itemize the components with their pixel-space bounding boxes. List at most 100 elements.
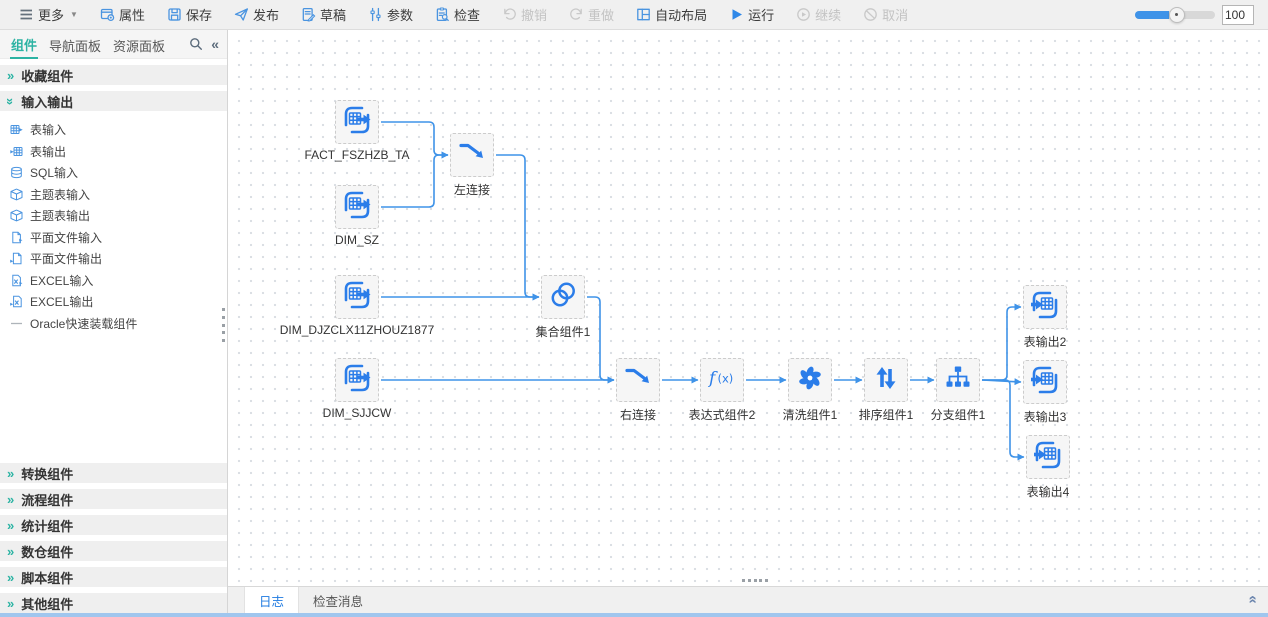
node-label: DIM_SZ [334,233,380,247]
section-header-script-components[interactable]: » 脚本组件 [0,567,227,587]
set-icon [547,279,579,316]
undo-button: 撤销 [491,0,558,29]
panel-tab-log[interactable]: 日志 [244,587,300,613]
component-item-sql-input[interactable]: SQL输入 [10,162,227,184]
panel-tab-check-messages[interactable]: 检查消息 [313,594,364,609]
collapse-sidebar-icon[interactable]: « [211,36,219,52]
component-item-subject-table-output[interactable]: 主题表输出 [10,205,227,227]
properties-button[interactable]: 属性 [89,0,156,29]
autolayout-icon [636,7,651,22]
flat-file-output-icon [10,252,23,265]
component-item-table-input[interactable]: 表输入 [10,119,227,141]
table-input-icon [341,189,373,226]
redo-label: 重做 [588,8,615,23]
chevron-right-icon: » [7,517,15,533]
edge-left-join-to-set1 [496,154,540,301]
properties-label: 属性 [118,8,145,23]
node-right-join[interactable]: 右连接 [616,358,660,422]
edge-layer [228,30,1268,586]
section-label: 输入输出 [21,94,74,110]
subject-table-input-icon [10,188,23,201]
section-label: 脚本组件 [21,570,74,586]
chevron-right-icon: » [7,569,15,585]
component-item-label: 主题表输入 [30,187,91,202]
continue-icon [796,7,811,22]
node-dim-djz[interactable]: DIM_DJZCLX11ZHOUZ1877 [280,275,434,337]
sidebar-tab-navigation-panel[interactable]: 导航面板 [49,38,102,54]
node-expr2[interactable]: f(x)表达式组件2 [689,358,755,422]
node-clean1[interactable]: 清洗组件1 [783,358,837,422]
section-header-flow-components[interactable]: »流程组件 [0,489,227,509]
fx-icon: f(x) [706,362,738,399]
zoom-slider[interactable] [1135,7,1215,23]
cancel-label: 取消 [882,8,909,23]
node-dim-sjjcw[interactable]: DIM_SJJCW [323,358,391,420]
save-button[interactable]: 保存 [156,0,223,29]
component-item-flat-file-output[interactable]: 平面文件输出 [10,248,227,270]
subject-table-output-icon [10,209,23,222]
expand-panel-icon[interactable]: » [1243,595,1261,604]
run-button[interactable]: 运行 [718,0,785,29]
bottom-accent-strip [0,613,1268,617]
edge-dim-sz-to-left-join [381,151,449,208]
component-item-oracle-fast-loader[interactable]: Oracle快速装载组件 [10,313,227,335]
section-label: 其他组件 [21,596,74,612]
flow-canvas[interactable]: FACT_FSZHZB_TA DIM_SZ 左连接 DIM_DJZCLX11ZHOUZ… [228,30,1268,586]
cancel-icon [863,7,878,22]
node-left-join[interactable]: 左连接 [450,133,494,197]
check-button[interactable]: 检查 [424,0,491,29]
section-header-input-output[interactable]: »输入输出 [0,91,227,111]
bottom-panel-tabs: 日志检查消息 [228,587,377,613]
component-item-flat-file-input[interactable]: 平面文件输入 [10,227,227,249]
check-label: 检查 [454,8,481,23]
search-icon[interactable] [189,37,203,51]
component-item-subject-table-input[interactable]: 主题表输入 [10,184,227,206]
table-input-icon [341,104,373,141]
section-header-favorite-components[interactable]: »收藏组件 [0,65,227,85]
sidebar-resize-handle[interactable] [220,308,226,342]
node-sort1[interactable]: 排序组件1 [859,358,913,422]
sidebar-tabs: 组件导航面板资源面板 « [0,30,227,59]
edge-branch1-to-out2 [982,303,1022,381]
node-out3[interactable]: 表输出3 [1023,360,1067,424]
clean-icon [794,362,826,399]
publish-button[interactable]: 发布 [223,0,290,29]
section-header-warehouse-components[interactable]: »数仓组件 [0,541,227,561]
chevron-right-icon: » [7,491,15,507]
more-button[interactable]: 更多▼ [8,0,89,29]
component-item-table-output[interactable]: 表输出 [10,141,227,163]
sidebar-tab-resource-panel[interactable]: 资源面板 [113,38,166,54]
node-set1[interactable]: 集合组件1 [536,275,590,339]
section-label: 收藏组件 [21,68,74,84]
chevron-right-icon: » [7,595,15,611]
zoom-input[interactable] [1222,5,1254,25]
section-header-other-components[interactable]: » 其他组件 [0,593,227,613]
section-header-transform-components[interactable]: »转换组件 [0,463,227,483]
sidebar-tab-components[interactable]: 组件 [10,30,39,59]
panel-resize-handle[interactable] [742,578,768,583]
section-label: 数仓组件 [21,544,74,560]
parameters-button[interactable]: 参数 [357,0,424,29]
node-label: 表输出4 [1026,485,1070,499]
node-branch1[interactable]: 分支组件1 [931,358,985,422]
run-label: 运行 [748,8,775,23]
node-fact[interactable]: FACT_FSZHZB_TA [304,100,410,162]
node-label: DIM_DJZCLX11ZHOUZ1877 [279,323,435,337]
zoom-slider-fill [1135,11,1169,19]
publish-icon [234,7,249,22]
node-dim-sz[interactable]: DIM_SZ [335,185,379,247]
redo-button: 重做 [558,0,625,29]
draft-button[interactable]: 草稿 [290,0,357,29]
edge-branch1-to-out4 [982,379,1025,461]
node-label: 表输出3 [1023,410,1067,424]
table-output-icon [1032,439,1064,476]
node-out4[interactable]: 表输出4 [1026,435,1070,499]
component-item-excel-input[interactable]: EXCEL输入 [10,270,227,292]
node-out2[interactable]: 表输出2 [1023,285,1067,349]
component-item-excel-output[interactable]: EXCEL输出 [10,291,227,313]
section-header-statistics-components[interactable]: »统计组件 [0,515,227,535]
zoom-slider-handle[interactable] [1169,7,1185,23]
auto-layout-button[interactable]: 自动布局 [625,0,718,29]
